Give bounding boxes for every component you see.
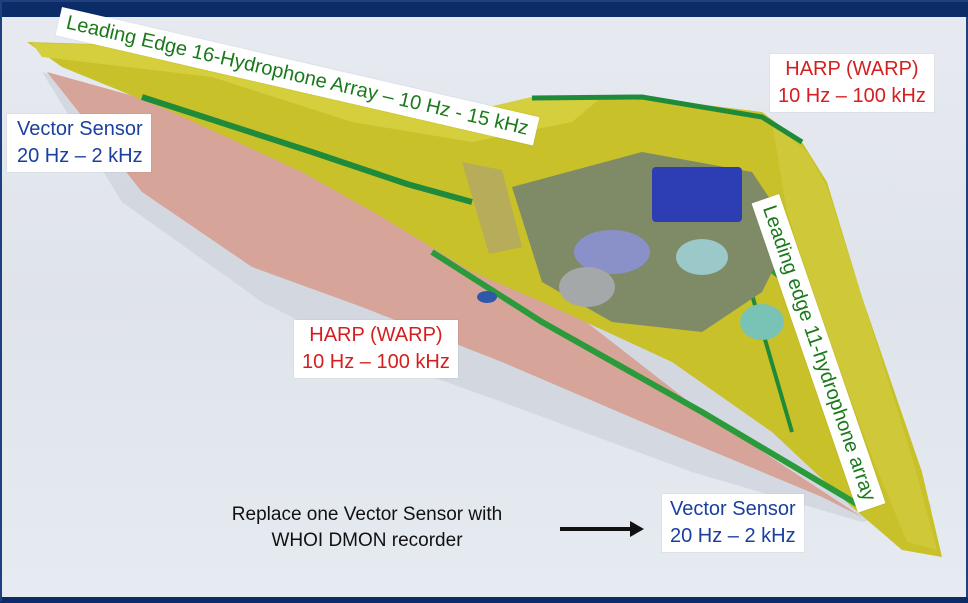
harp-top-line2: 10 Hz – 100 kHz xyxy=(778,85,926,107)
bottom-banner-bar xyxy=(2,597,968,603)
vertical-strut xyxy=(462,162,522,254)
glider-interior-underside xyxy=(47,72,862,517)
blue-component-box xyxy=(652,167,742,222)
leading-edge-strip-right xyxy=(772,122,937,550)
replace-arrow-icon xyxy=(560,521,644,537)
harp-mid-line2: 10 Hz – 100 kHz xyxy=(302,351,450,373)
cylinder-3 xyxy=(559,267,615,307)
vector-sensor-bottom-line2: 20 Hz – 2 kHz xyxy=(670,525,796,547)
green-frame-line-3 xyxy=(531,94,804,145)
cylinder-4 xyxy=(740,304,784,340)
harp-top-label: HARP (WARP) 10 Hz – 100 kHz xyxy=(770,54,934,112)
replace-note-line1: Replace one Vector Sensor with xyxy=(231,504,503,525)
cylinder-1 xyxy=(574,230,650,274)
replace-note: Replace one Vector Sensor with WHOI DMON… xyxy=(192,502,542,553)
vector-sensor-left-label: Vector Sensor 20 Hz – 2 kHz xyxy=(7,114,151,172)
green-frame-line-2 xyxy=(430,249,864,510)
cylinder-2 xyxy=(676,239,728,275)
harp-top-line1: HARP (WARP) xyxy=(785,58,919,80)
replace-note-line2: WHOI DMON recorder xyxy=(271,529,463,551)
harp-mid-line1: HARP (WARP) xyxy=(309,324,443,346)
vector-sensor-bottom-label: Vector Sensor 20 Hz – 2 kHz xyxy=(662,494,804,552)
vector-sensor-left-line2: 20 Hz – 2 kHz xyxy=(17,145,143,167)
port-oval xyxy=(477,291,497,303)
green-frame-line-1 xyxy=(141,94,473,205)
vector-sensor-left-line1: Vector Sensor xyxy=(17,118,143,140)
top-banner-bar xyxy=(2,2,968,17)
vector-sensor-bottom-line1: Vector Sensor xyxy=(670,498,796,520)
harp-mid-label: HARP (WARP) 10 Hz – 100 kHz xyxy=(294,320,458,378)
